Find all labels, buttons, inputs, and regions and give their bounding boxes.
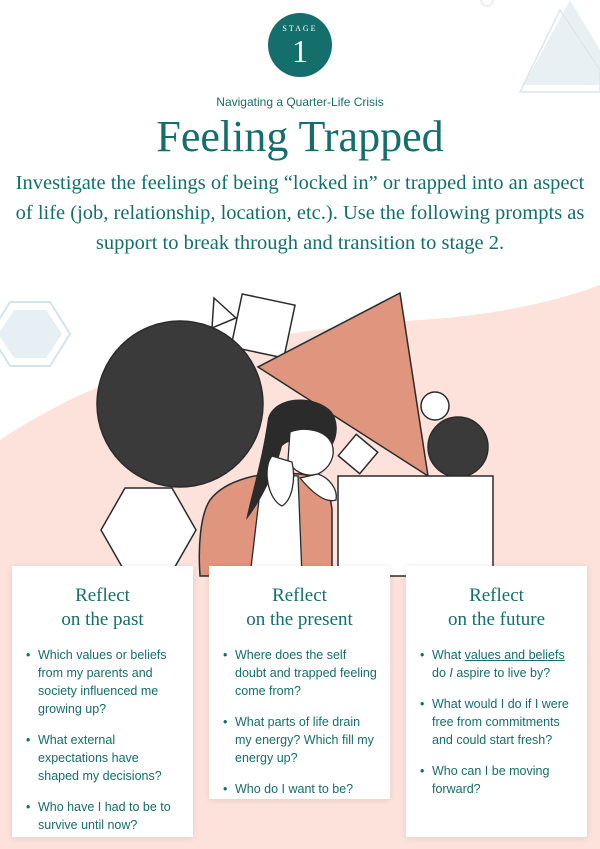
card-heading-line1: Reflect (469, 585, 524, 606)
list-item: What would I do if I were free from comm… (420, 695, 577, 749)
card-heading-line2: on the past (61, 609, 144, 630)
list-item: What values and beliefs do I aspire to l… (420, 646, 577, 682)
item-text-mid: do (432, 666, 450, 680)
values-beliefs-link[interactable]: values and beliefs (464, 648, 565, 662)
small-triangle-shape (211, 296, 238, 330)
list-item: Where does the self doubt and trapped fe… (223, 646, 380, 700)
card-heading-line2: on the future (447, 609, 546, 630)
list-item: Which values or beliefs from my parents … (26, 646, 183, 718)
white-box-shape (337, 475, 494, 577)
card-heading-line1: Reflect (75, 585, 130, 606)
person-face (287, 428, 334, 476)
large-triangle-shape (256, 291, 429, 478)
reflect-present-card: Reflect on the present Where does the se… (209, 566, 390, 799)
reflect-future-card: Reflect on the future What values and be… (406, 566, 587, 837)
page-title: Feeling Trapped (156, 112, 444, 161)
small-dark-circle (427, 416, 489, 478)
stage-number: 1 (292, 33, 308, 69)
item-text-emphasis: I (449, 666, 453, 680)
prompt-list: Where does the self doubt and trapped fe… (209, 646, 390, 798)
item-text-post: aspire to live by? (452, 666, 551, 680)
card-heading-line1: Reflect (272, 585, 327, 606)
list-item: Who do I want to be? (223, 780, 380, 798)
series-label: Navigating a Quarter-Life Crisis (216, 95, 384, 109)
diamond-shape (337, 433, 379, 475)
small-square-shape (230, 293, 296, 359)
hexagon-shape (100, 487, 197, 573)
small-white-circle (420, 391, 450, 421)
list-item: Who have I had to be to survive until no… (26, 798, 183, 834)
item-text-pre: What (432, 648, 465, 662)
prompt-list: What values and beliefs do I aspire to l… (406, 646, 587, 798)
card-heading: Reflect on the past (12, 566, 193, 632)
card-heading: Reflect on the present (209, 566, 390, 632)
list-item: Who can I be moving forward? (420, 762, 577, 798)
card-heading: Reflect on the future (406, 566, 587, 632)
large-circle-shape (96, 320, 264, 488)
list-item: What external expectations have shaped m… (26, 731, 183, 785)
prompt-list: Which values or beliefs from my parents … (12, 646, 193, 834)
list-item: What parts of life drain my energy? Whic… (223, 713, 380, 767)
intro-text: Investigate the feelings of being “locke… (15, 172, 585, 254)
person-hair (246, 399, 337, 520)
stage-badge: STAGE 1 (268, 13, 332, 77)
trapped-person-illustration (96, 291, 494, 577)
stage-label: STAGE (282, 24, 318, 33)
card-heading-line2: on the present (246, 609, 353, 630)
reflect-past-card: Reflect on the past Which values or beli… (12, 566, 193, 837)
person-arm (266, 455, 295, 507)
